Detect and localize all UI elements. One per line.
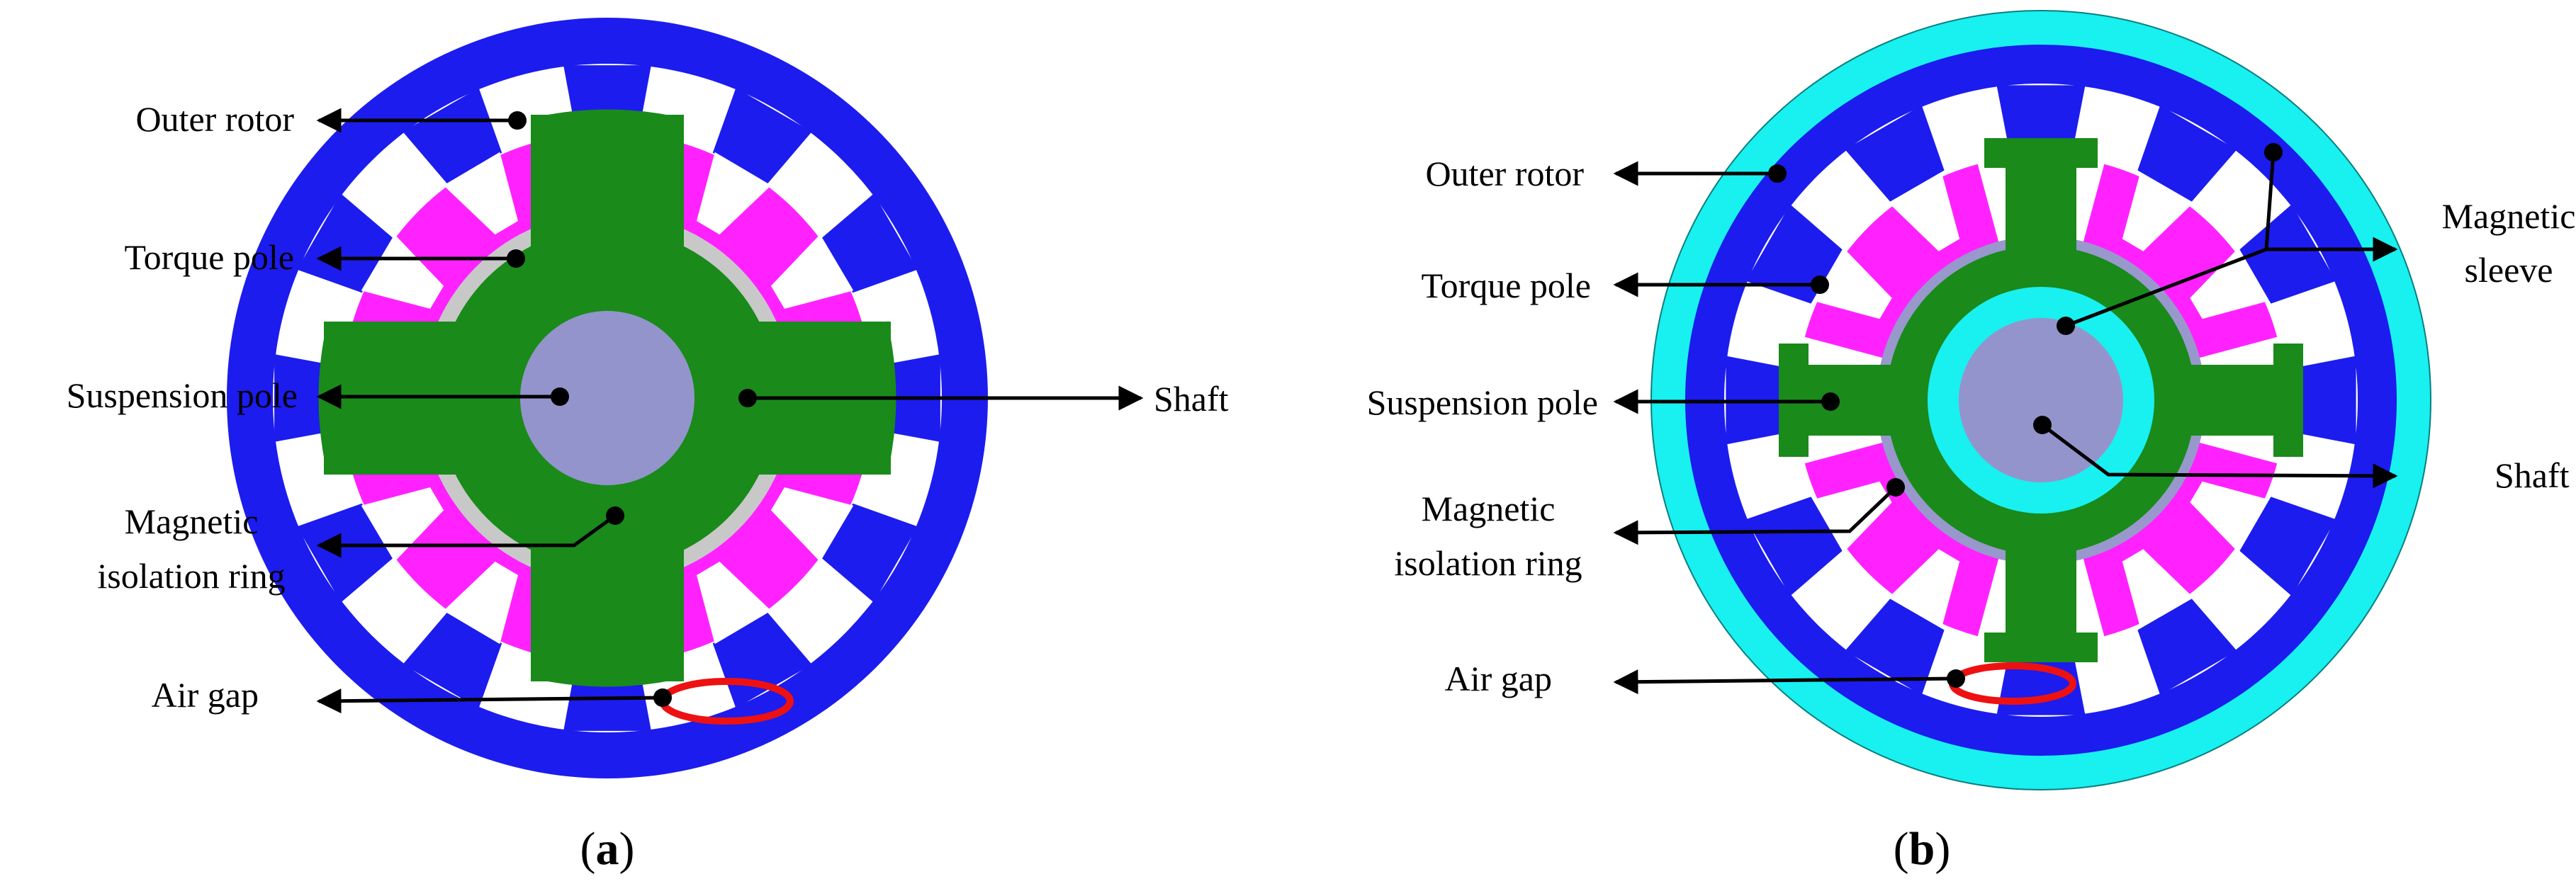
- rotor-tooth: [821, 193, 918, 293]
- suspension-tip-top: [531, 109, 684, 143]
- torque-pole-slot: [1890, 549, 1960, 627]
- a-air-gap-dot: [653, 688, 672, 707]
- torque-pole-slot: [1890, 174, 1960, 251]
- a-suspension-pole-dot: [551, 387, 569, 406]
- rotor-tooth: [2239, 204, 2336, 304]
- rotor-tooth: [2288, 356, 2356, 445]
- b-sleeve-dot-outer: [2264, 143, 2283, 161]
- torque-pole-slot: [443, 561, 518, 645]
- shaft-disc: [520, 311, 694, 485]
- a-isolation-ring-arrow: [316, 514, 617, 558]
- torque-pole-slot: [2122, 549, 2192, 627]
- rotor-tooth: [297, 503, 393, 603]
- rotor-tooth: [1996, 85, 2086, 153]
- rotor-tooth: [2137, 105, 2237, 202]
- b-caption: (b): [1894, 823, 1951, 875]
- b-label-isolation-ring-line1: Magnetic: [1422, 489, 1556, 528]
- a-label-outer-rotor: Outer rotor: [135, 99, 294, 139]
- b-air-gap-arrow: [1613, 669, 1957, 695]
- torque-pole-slot: [2190, 249, 2268, 319]
- b-label-suspension-pole: Suspension pole: [1367, 382, 1598, 422]
- torque-pole-slot: [443, 152, 518, 235]
- a-label-isolation-ring-line1: Magnetic: [125, 501, 259, 541]
- a-label-air-gap: Air gap: [152, 675, 259, 715]
- a-outer-rotor-dot: [508, 111, 527, 130]
- a-label-torque-pole: Torque pole: [125, 237, 294, 277]
- rotor-tooth: [403, 612, 502, 708]
- a-air-gap-arrow: [316, 688, 663, 714]
- a-caption: (a): [580, 823, 635, 875]
- b-label-shaft: Shaft: [2495, 455, 2570, 495]
- a-label-suspension-pole: Suspension pole: [67, 375, 298, 415]
- a-isolation-ring-dot: [606, 506, 624, 525]
- torque-pole-slot: [2190, 481, 2268, 551]
- b-label-torque-pole: Torque pole: [1422, 266, 1591, 305]
- torque-pole-slot: [697, 152, 772, 235]
- suspension-shoe-right: [2273, 344, 2303, 457]
- b-shaft-dot: [2033, 416, 2052, 434]
- b-sleeve-dot-inner: [2057, 317, 2075, 335]
- b-isolation-ring-arrow: [1613, 486, 1897, 545]
- rotor-tooth: [1745, 497, 1843, 596]
- b-outer-rotor-dot: [1768, 164, 1787, 183]
- b-air-gap-dot: [1947, 669, 1965, 688]
- a-torque-poles: [350, 141, 865, 655]
- b-label-sleeve-line1: Magnetic: [2442, 196, 2576, 236]
- torque-pole-slot: [1814, 481, 1892, 551]
- rotor-tooth: [2137, 599, 2237, 696]
- panel-a-motor: Outer rotor Torque pole Suspension pole …: [67, 18, 1229, 875]
- rotor-tooth: [403, 88, 502, 184]
- b-label-sleeve-line2: sleeve: [2465, 250, 2553, 290]
- torque-pole-slot: [361, 234, 444, 309]
- b-torque-pole-dot: [1811, 276, 1829, 294]
- rotor-tooth: [821, 503, 918, 603]
- b-isolation-ring-dot: [1886, 478, 1905, 497]
- torque-pole-slot: [361, 487, 444, 562]
- torque-pole-slot: [2122, 174, 2192, 251]
- a-shaft: [520, 311, 694, 485]
- a-label-shaft: Shaft: [1154, 379, 1229, 419]
- torque-pole-slot: [770, 487, 854, 562]
- a-label-isolation-ring-line2: isolation ring: [97, 556, 285, 596]
- b-label-isolation-ring-line2: isolation ring: [1394, 543, 1582, 583]
- rotor-tooth: [2239, 497, 2336, 596]
- b-label-air-gap: Air gap: [1445, 659, 1552, 698]
- b-outer-rotor: [1685, 45, 2397, 756]
- b-shaft: [1959, 318, 2123, 482]
- torque-pole-slot: [1814, 249, 1892, 319]
- rotor-tooth: [1845, 599, 1945, 696]
- a-torque-pole-dot: [507, 249, 525, 268]
- rotor-tooth: [1845, 105, 1945, 202]
- suspension-shoe-bottom: [1984, 633, 2098, 662]
- torque-pole-slot: [697, 561, 772, 645]
- shaft-disc: [1959, 318, 2123, 482]
- torque-pole-slot: [770, 234, 854, 309]
- b-label-outer-rotor: Outer rotor: [1425, 154, 1584, 193]
- b-suspension-pole-dot: [1821, 392, 1840, 411]
- rotor-tooth: [712, 88, 812, 184]
- suspension-shoe-top: [1984, 138, 2098, 168]
- b-torque-poles: [1804, 164, 2278, 637]
- suspension-tip-bottom: [531, 653, 684, 687]
- b-shaft-arrow: [2041, 424, 2398, 489]
- panel-b-motor: Outer rotor Torque pole Suspension pole …: [1367, 10, 2576, 875]
- a-shaft-dot: [738, 389, 757, 407]
